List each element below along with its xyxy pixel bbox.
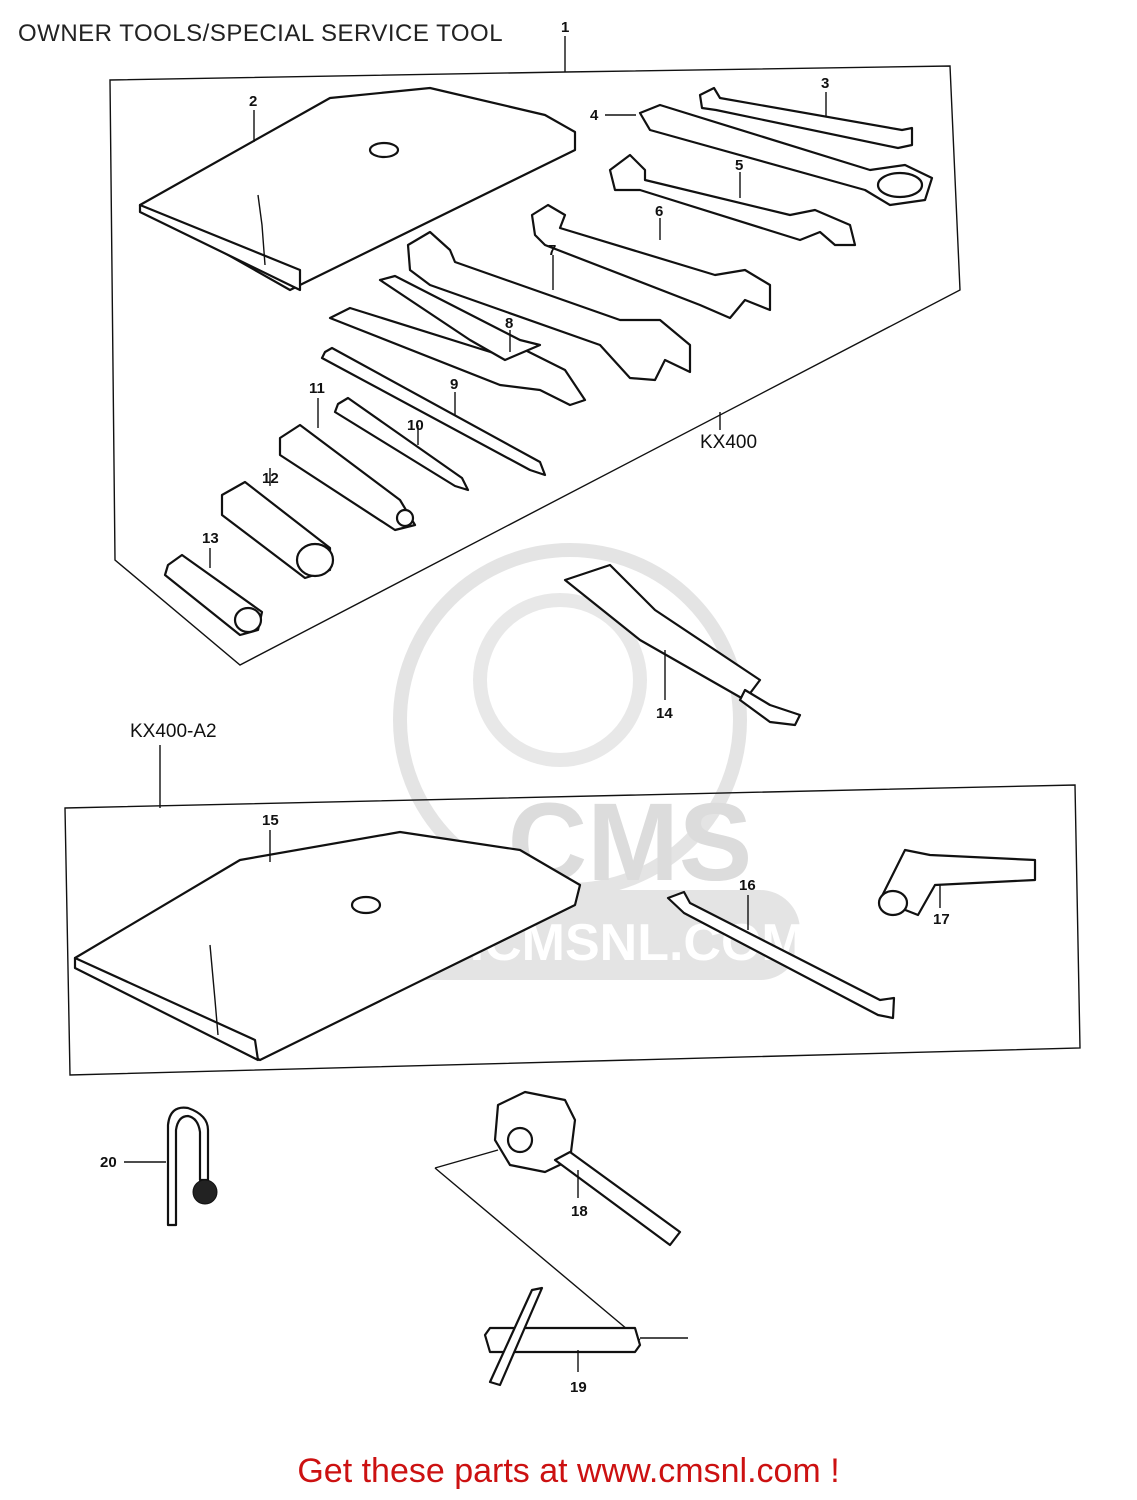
callout-9: 9: [450, 376, 458, 393]
screwdriver-bit-10: [333, 396, 470, 492]
callout-6: 6: [655, 203, 663, 220]
socket-wrench-17: [877, 848, 1037, 917]
wrench-7: [406, 230, 692, 382]
t-handle-19: [483, 1286, 688, 1387]
callout-2: 2: [249, 93, 257, 110]
service-tool-18: [434, 1090, 682, 1341]
footer-link[interactable]: Get these parts at www.cmsnl.com !: [297, 1452, 840, 1490]
upper-kit-frame: [109, 36, 961, 666]
callout-19: 19: [570, 1379, 587, 1396]
tool-bag-upper: [138, 86, 577, 292]
callout-5: 5: [735, 157, 743, 174]
callout-15: 15: [262, 812, 279, 829]
callout-10: 10: [407, 417, 424, 434]
callout-17: 17: [933, 911, 950, 928]
page-title: OWNER TOOLS/SPECIAL SERVICE TOOL: [18, 20, 504, 47]
hose-20: [124, 1106, 218, 1227]
callout-13: 13: [202, 530, 219, 547]
wrench-3: [698, 86, 914, 150]
callout-8: 8: [505, 315, 513, 332]
group-label-kx400: KX400: [700, 432, 757, 453]
callout-16: 16: [739, 877, 756, 894]
callout-3: 3: [821, 75, 829, 92]
plug-wrench-13: [163, 548, 264, 637]
callout-18: 18: [571, 1203, 588, 1220]
bond-tube-14: [563, 563, 802, 727]
lower-kit-frame: [64, 745, 1081, 1076]
wrench-16: [666, 890, 896, 1020]
tool-bag-lower: [73, 830, 582, 1062]
screwdriver-9: [320, 346, 547, 477]
pliers-8: [328, 274, 587, 407]
socket-12: [220, 468, 335, 580]
callout-14: 14: [656, 705, 673, 722]
callout-12: 12: [262, 470, 279, 487]
wrench-6: [530, 203, 772, 320]
callout-7: 7: [548, 242, 556, 259]
callout-4: 4: [590, 107, 599, 124]
callout-11: 11: [309, 380, 325, 397]
callout-20: 20: [100, 1154, 117, 1171]
group-label-kx400-a2: KX400-A2: [130, 721, 217, 742]
callout-1: 1: [561, 19, 569, 36]
box-wrench-4: [605, 103, 934, 207]
wrench-5: [608, 153, 857, 247]
screwdriver-handle-11: [278, 398, 417, 532]
